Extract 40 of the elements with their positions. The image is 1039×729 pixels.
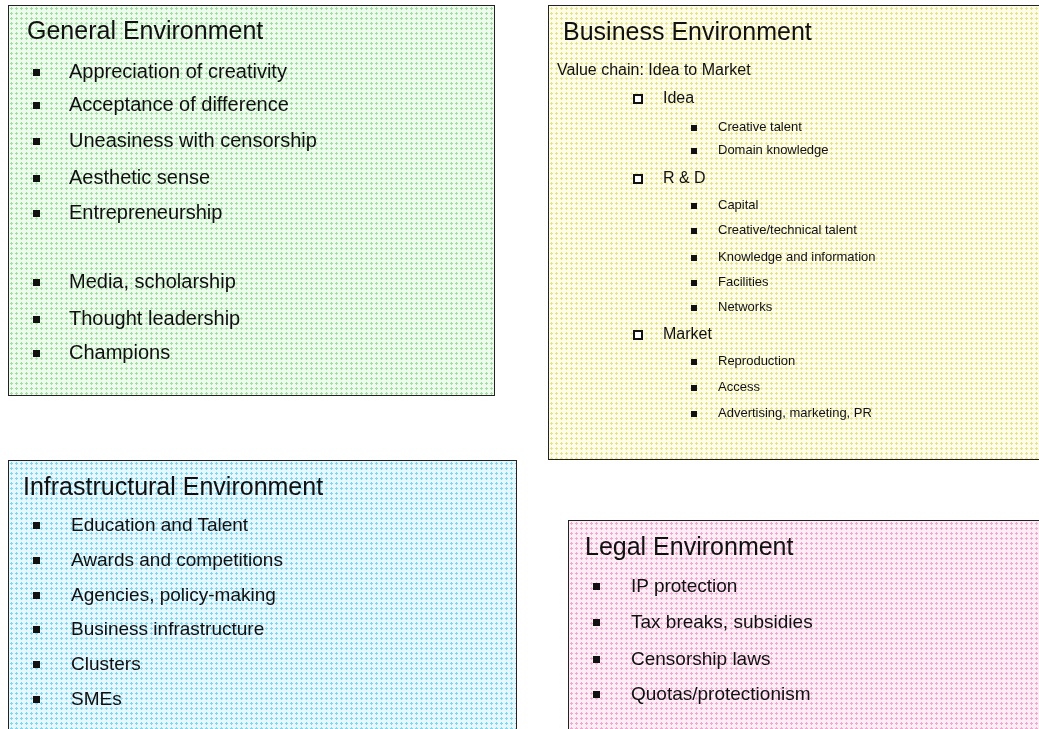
- panel-heading: Legal Environment: [585, 532, 794, 561]
- list-item-text: Creative talent: [718, 120, 802, 136]
- list-item-text: Appreciation of creativity: [69, 60, 287, 83]
- list-item-text: Entrepreneurship: [69, 201, 223, 224]
- list-item-text: Awards and competitions: [71, 548, 283, 571]
- panel-heading: Business Environment: [563, 17, 812, 46]
- list-item-text: Thought leadership: [69, 307, 241, 330]
- list-item-text: Networks: [718, 300, 773, 316]
- list-item-text: Market: [663, 325, 712, 344]
- panel-heading: General Environment: [27, 16, 264, 45]
- list-item-text: Reproduction: [718, 354, 796, 370]
- list-item-text: Access: [718, 380, 760, 396]
- list-item-text: Uneasiness with censorship: [69, 129, 317, 152]
- list-item-text: Facilities: [718, 275, 769, 291]
- list-item-text: Advertising, marketing, PR: [718, 406, 872, 422]
- list-item-text: Clusters: [71, 652, 141, 675]
- list-item-text: Creative/technical talent: [718, 223, 857, 239]
- list-item-text: Idea: [663, 89, 695, 108]
- list-item-text: SMEs: [71, 687, 122, 710]
- list-item-text: Domain knowledge: [718, 143, 829, 159]
- category-panel: [8, 5, 495, 396]
- category-panel: [568, 520, 1039, 729]
- list-item-text: Knowledge and information: [718, 250, 876, 266]
- category-panel: [8, 460, 517, 729]
- category-panel: [548, 5, 1039, 460]
- panel-heading: Infrastructural Environment: [23, 472, 324, 501]
- list-item-text: Aesthetic sense: [69, 166, 211, 189]
- list-item-text: Education and Talent: [71, 513, 249, 536]
- list-item-text: Censorship laws: [631, 647, 771, 670]
- list-item-text: Capital: [718, 198, 759, 214]
- list-item-text: Agencies, policy-making: [71, 583, 276, 606]
- list-item-text: R & D: [663, 169, 706, 188]
- subheading-text: Value chain: Idea to Market: [557, 61, 751, 80]
- list-item-text: Tax breaks, subsidies: [631, 610, 813, 633]
- list-item-text: IP protection: [631, 574, 738, 597]
- list-item-text: Quotas/protectionism: [631, 682, 811, 705]
- list-item-text: Media, scholarship: [69, 270, 236, 293]
- list-item-text: Champions: [69, 341, 171, 364]
- list-item-text: Acceptance of difference: [69, 93, 289, 116]
- list-item-text: Business infrastructure: [71, 617, 265, 640]
